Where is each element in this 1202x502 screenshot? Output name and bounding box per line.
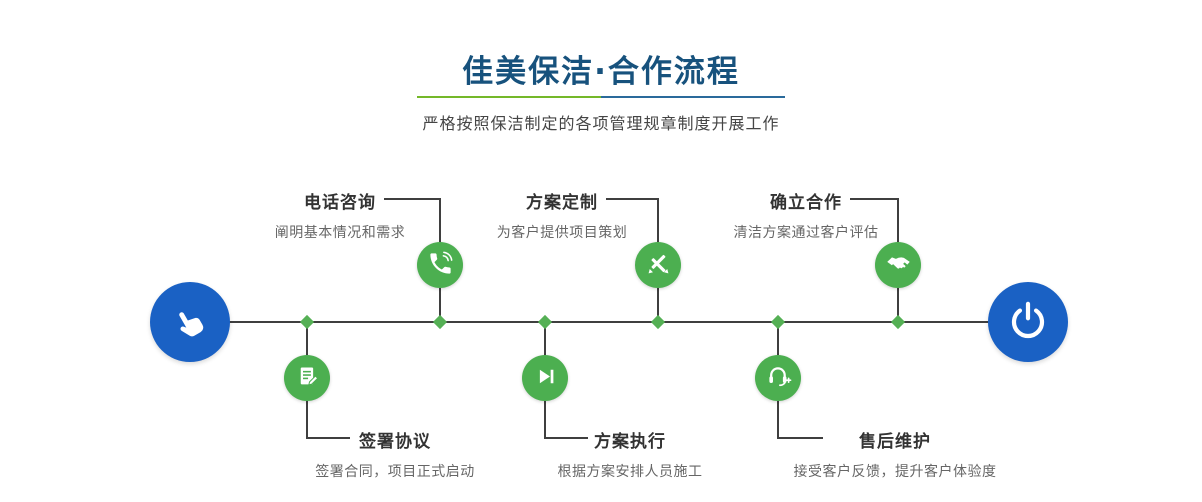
label-connector	[306, 437, 350, 439]
label-connector	[850, 198, 899, 200]
step-icon-circle	[755, 355, 801, 401]
label-connector	[777, 437, 823, 439]
label-connector	[777, 401, 779, 438]
timeline	[190, 321, 1028, 323]
step-stem	[544, 323, 546, 355]
label-connector	[439, 198, 441, 242]
label-connector	[897, 198, 899, 242]
step-stem	[306, 323, 308, 355]
label-connector	[657, 198, 659, 242]
step-icon-circle	[417, 242, 463, 288]
step-label: 方案定制	[526, 193, 598, 213]
timeline-diamond	[537, 314, 553, 330]
step-description: 签署合同，项目正式启动	[315, 464, 475, 480]
title-underline	[417, 96, 785, 98]
label-connector	[306, 401, 308, 438]
start-node	[150, 282, 230, 362]
underline-green-segment	[417, 96, 601, 98]
step-description: 根据方案安排人员施工	[557, 464, 703, 480]
play-icon	[532, 363, 559, 394]
step-label: 售后维护	[859, 432, 931, 452]
step-description: 清洁方案通过客户评估	[733, 225, 879, 241]
step-description: 接受客户反馈，提升客户体验度	[793, 464, 997, 480]
step-label-group: 签署协议 签署合同，项目正式启动	[285, 427, 505, 481]
step-description: 阐明基本情况和需求	[274, 225, 406, 241]
step-label-group: 售后维护 接受客户反馈，提升客户体验度	[785, 427, 1005, 481]
timeline-diamond	[770, 314, 786, 330]
power-icon	[1007, 299, 1049, 345]
design-icon	[645, 250, 672, 281]
headset-icon	[765, 363, 792, 394]
pointing-hand-icon	[169, 299, 211, 345]
label-connector	[544, 437, 588, 439]
step-icon-circle	[522, 355, 568, 401]
step-label: 电话咨询	[304, 193, 376, 213]
step-label: 签署协议	[359, 432, 431, 452]
underline-blue-segment	[601, 96, 785, 98]
label-connector	[606, 198, 659, 200]
timeline-diamond	[650, 314, 666, 330]
step-stem	[777, 323, 779, 355]
step-stem	[439, 288, 441, 321]
step-icon-circle	[284, 355, 330, 401]
timeline-diamond	[432, 314, 448, 330]
handshake-icon	[885, 250, 912, 281]
contract-icon	[294, 363, 321, 394]
label-connector	[384, 198, 441, 200]
step-label-group: 方案执行 根据方案安排人员施工	[520, 427, 740, 481]
end-node	[988, 282, 1068, 362]
step-label: 确立合作	[770, 193, 842, 213]
step-label: 方案执行	[594, 432, 666, 452]
step-label-group: 确立合作 清洁方案通过客户评估	[706, 188, 906, 242]
step-icon-circle	[635, 242, 681, 288]
label-connector	[544, 401, 546, 438]
step-icon-circle	[875, 242, 921, 288]
page-subtitle: 严格按照保洁制定的各项管理规章制度开展工作	[422, 114, 780, 133]
phone-icon	[427, 250, 454, 281]
page-title: 佳美保洁·合作流程	[462, 54, 740, 90]
step-description: 为客户提供项目策划	[496, 225, 628, 241]
step-stem	[897, 288, 899, 321]
step-label-group: 方案定制 为客户提供项目策划	[462, 188, 662, 242]
step-stem	[657, 288, 659, 321]
step-label-group: 电话咨询 阐明基本情况和需求	[240, 188, 440, 242]
timeline-diamond	[890, 314, 906, 330]
timeline-diamond	[299, 314, 315, 330]
